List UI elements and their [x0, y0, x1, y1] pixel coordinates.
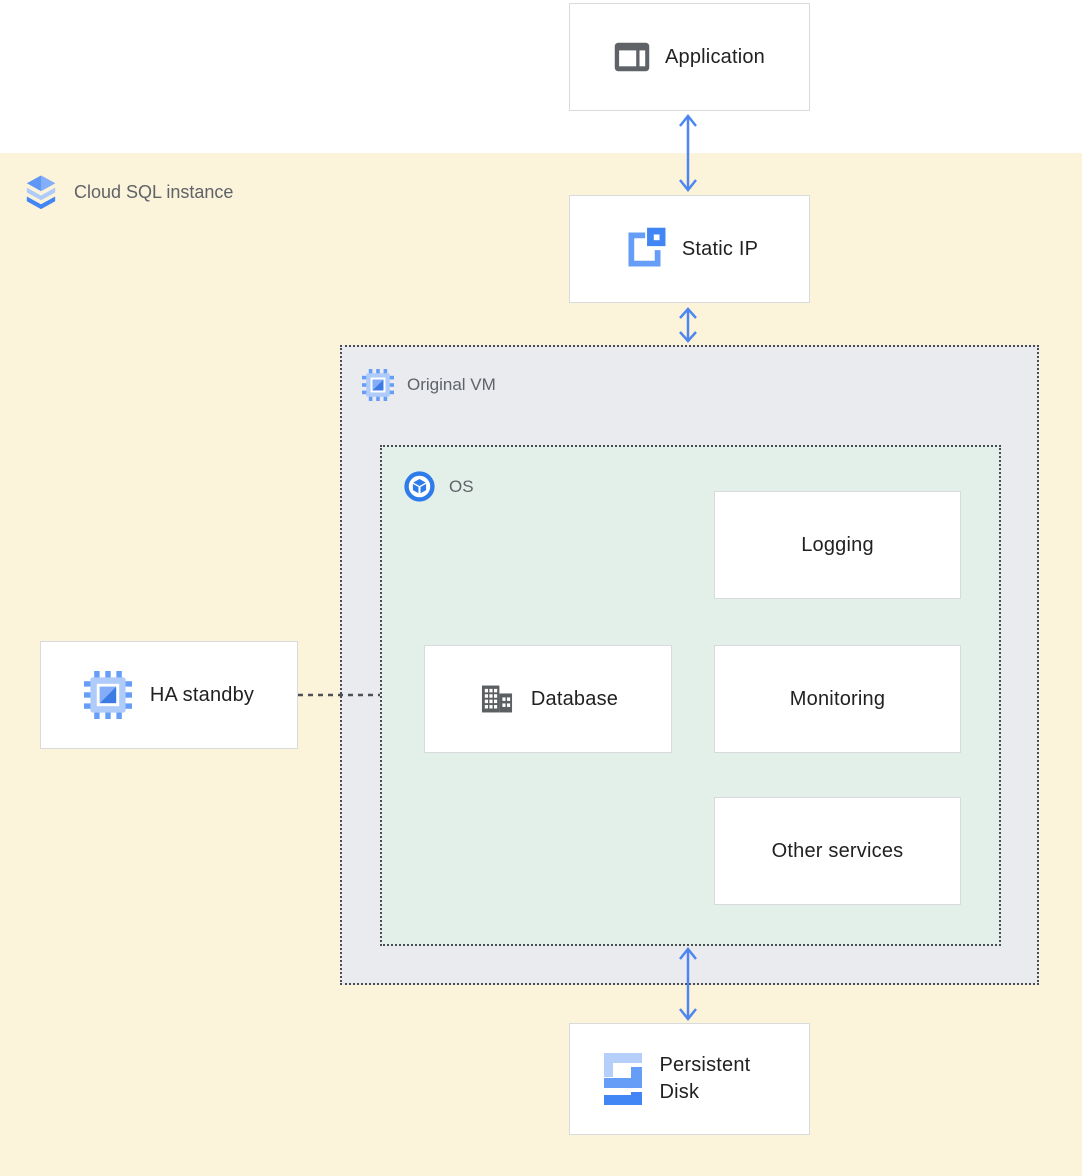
static-ip-icon [621, 226, 667, 272]
cloud-sql-icon [24, 174, 58, 211]
compute-engine-icon [362, 369, 394, 401]
ha-standby-label: HA standby [149, 683, 255, 706]
application-label: Application [664, 45, 766, 68]
compute-engine-icon [83, 671, 132, 719]
node-static-ip: Static IP [569, 195, 810, 303]
cloud-sql-instance-label: Cloud SQL instance [24, 174, 233, 211]
original-vm-label: Original VM [362, 369, 496, 401]
monitoring-label: Monitoring [789, 687, 886, 710]
node-ha-standby: HA standby [40, 641, 298, 749]
os-box: OS Logging [380, 445, 1001, 946]
node-monitoring: Monitoring [714, 645, 961, 753]
arrow-vm-persistentdisk [675, 946, 701, 1022]
cloud-sql-label-text: Cloud SQL instance [74, 182, 234, 202]
original-vm-box: Original VM OS [340, 345, 1039, 985]
persistent-disk-icon [603, 1053, 642, 1105]
node-database: Database [424, 645, 672, 753]
os-image-icon [404, 471, 435, 502]
static-ip-label: Static IP [681, 237, 759, 260]
original-vm-label-text: Original VM [407, 375, 496, 394]
node-logging: Logging [714, 491, 961, 599]
other-services-label: Other services [771, 839, 904, 862]
arrow-staticip-vm [675, 306, 701, 344]
logging-label: Logging [801, 533, 874, 556]
node-other-services: Other services [714, 797, 961, 905]
node-persistent-disk: Persistent Disk [569, 1023, 810, 1135]
node-application: Application [569, 3, 810, 111]
os-label-text: OS [449, 476, 474, 496]
connector-ha-dashed-line [298, 693, 380, 697]
os-label: OS [404, 471, 474, 502]
application-window-icon [614, 42, 650, 72]
arrow-application-staticip [675, 113, 701, 193]
database-buildings-icon [478, 680, 516, 718]
persistent-disk-label: Persistent Disk [659, 1054, 751, 1103]
database-label: Database [530, 687, 619, 710]
